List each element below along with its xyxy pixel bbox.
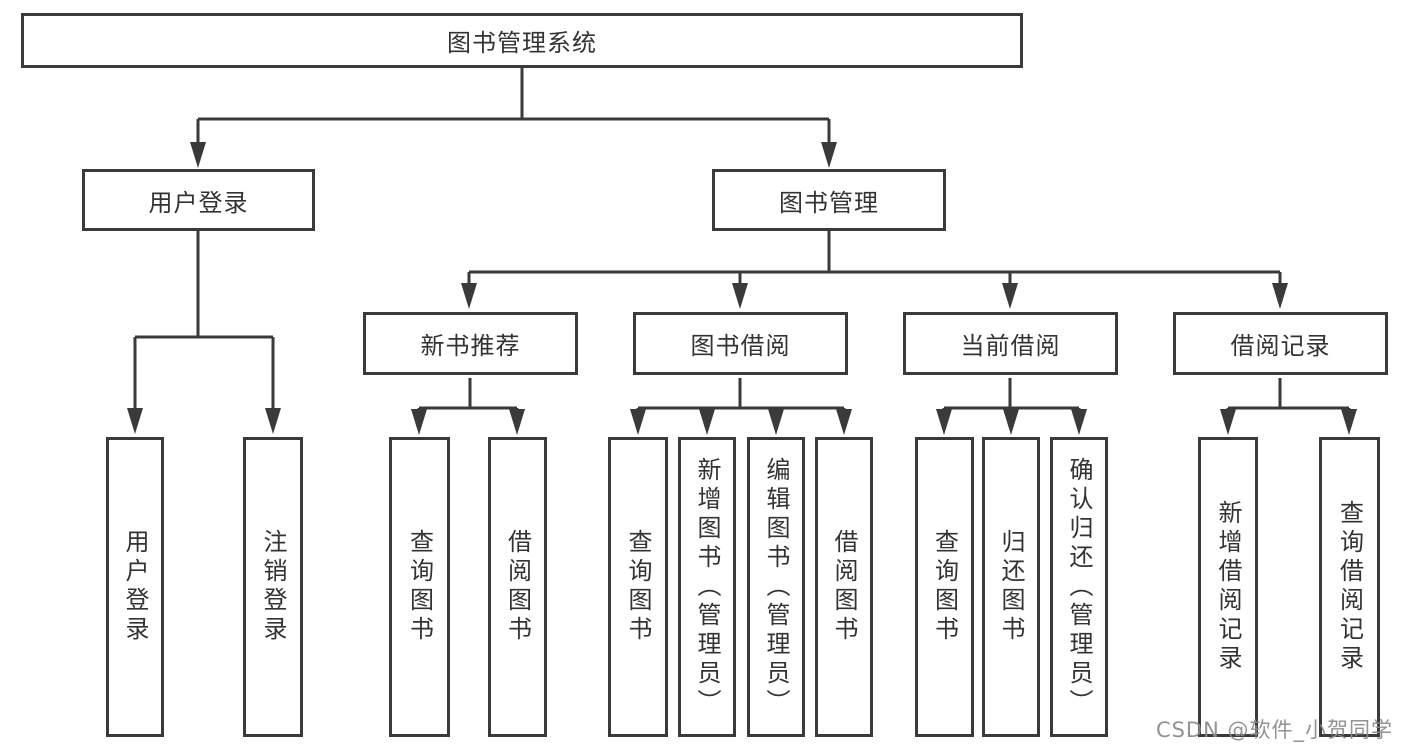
leaf-borrow-query-books: 查询图书 xyxy=(608,437,668,737)
leaf-logout: 注销登录 xyxy=(243,437,303,737)
leaf-borrow-edit-books-admin-label: 编辑图书（管理员） xyxy=(762,456,790,718)
node-book-management: 图书管理 xyxy=(712,169,946,231)
leaf-borrow-borrow-books-label: 借阅图书 xyxy=(830,529,858,645)
leaf-current-query-books: 查询图书 xyxy=(915,437,974,737)
leaf-recommend-query-books: 查询图书 xyxy=(389,437,450,737)
node-book-management-label: 图书管理 xyxy=(779,188,879,217)
leaf-borrow-add-books-admin: 新增图书（管理员） xyxy=(678,437,736,737)
connector-login-to-children xyxy=(127,231,281,434)
connector-records-to-children xyxy=(1220,378,1357,435)
connector-mgmt-to-level3 xyxy=(461,231,1288,309)
node-borrow-records-label: 借阅记录 xyxy=(1230,332,1331,360)
leaf-records-query-record-label: 查询借阅记录 xyxy=(1335,500,1364,674)
connector-root-to-level2 xyxy=(190,68,837,168)
node-current-borrow-label: 当前借阅 xyxy=(960,332,1061,360)
csdn-watermark: CSDN @软件_小贺同学 xyxy=(1155,718,1393,742)
leaf-logout-label: 注销登录 xyxy=(259,529,287,645)
leaf-records-query-record: 查询借阅记录 xyxy=(1319,437,1380,737)
leaf-recommend-borrow-books: 借阅图书 xyxy=(488,437,547,737)
leaf-borrow-edit-books-admin: 编辑图书（管理员） xyxy=(747,437,805,737)
leaf-user-login: 用户登录 xyxy=(106,437,164,737)
leaf-current-return-books-label: 归还图书 xyxy=(997,529,1025,645)
connector-recommend-to-children xyxy=(411,378,525,435)
leaf-recommend-borrow-books-label: 借阅图书 xyxy=(503,529,532,645)
leaf-current-query-books-label: 查询图书 xyxy=(930,529,959,645)
leaf-records-add-record-label: 新增借阅记录 xyxy=(1214,500,1242,674)
leaf-recommend-query-books-label: 查询图书 xyxy=(405,529,434,645)
leaf-borrow-query-books-label: 查询图书 xyxy=(624,529,652,645)
node-borrow-records: 借阅记录 xyxy=(1173,312,1388,375)
connector-current-to-children xyxy=(936,378,1087,435)
node-root-label: 图书管理系统 xyxy=(447,29,597,57)
leaf-user-login-label: 用户登录 xyxy=(121,529,149,645)
leaf-borrow-add-books-admin-label: 新增图书（管理员） xyxy=(693,456,721,718)
leaf-records-add-record: 新增借阅记录 xyxy=(1198,437,1258,737)
node-new-book-recommend-label: 新书推荐 xyxy=(420,332,521,360)
node-book-borrow: 图书借阅 xyxy=(633,312,848,375)
node-book-borrow-label: 图书借阅 xyxy=(690,332,791,360)
node-user-login-label: 用户登录 xyxy=(148,188,249,217)
node-root-system: 图书管理系统 xyxy=(21,13,1023,68)
leaf-borrow-borrow-books: 借阅图书 xyxy=(815,437,873,737)
connector-borrow-to-children xyxy=(630,378,852,435)
leaf-current-confirm-return-admin-label: 确认归还（管理员） xyxy=(1065,456,1093,718)
node-user-login: 用户登录 xyxy=(82,169,315,231)
node-current-borrow: 当前借阅 xyxy=(903,312,1118,375)
leaf-current-confirm-return-admin: 确认归还（管理员） xyxy=(1050,437,1108,737)
node-new-book-recommend: 新书推荐 xyxy=(363,312,578,375)
leaf-current-return-books: 归还图书 xyxy=(982,437,1040,737)
